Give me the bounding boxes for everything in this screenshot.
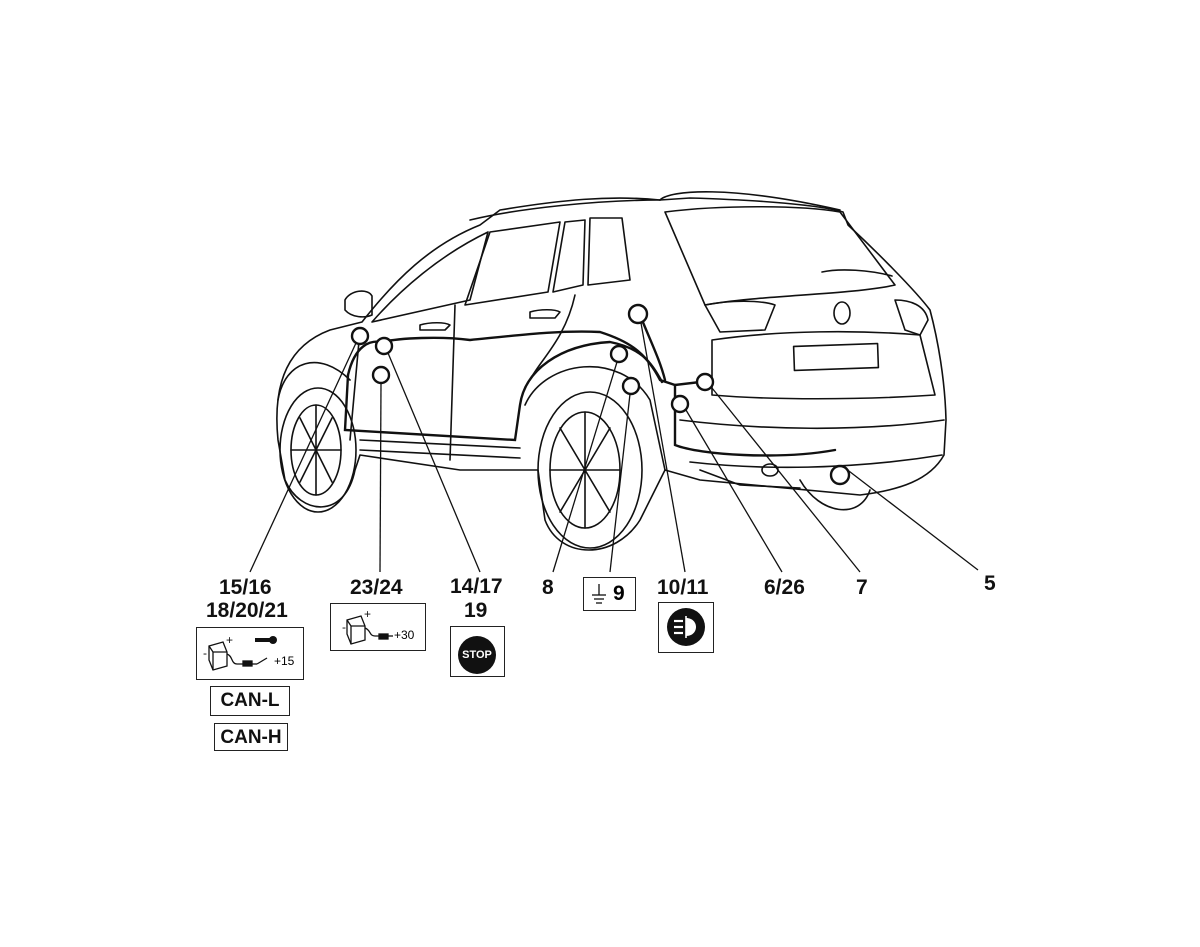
ground-box: 9 — [583, 577, 636, 611]
callout-18-20-21: 18/20/21 — [206, 599, 288, 622]
wiring-harness — [343, 313, 837, 457]
connector-7 — [695, 372, 715, 392]
callout-10-11: 10/11 — [657, 576, 709, 599]
connector-15-16 — [350, 326, 370, 346]
stop-box: STOP — [450, 626, 505, 677]
ground-icon — [592, 584, 606, 604]
battery-permanent-box: - + +30 — [330, 603, 426, 651]
ground-label: 9 — [613, 582, 625, 605]
callout-6-26: 6/26 — [764, 576, 805, 599]
connector-5 — [829, 464, 851, 486]
battery-ignition-icon: - + — [203, 633, 268, 671]
svg-text:+: + — [226, 633, 233, 647]
connector-9 — [621, 376, 641, 396]
leader-7 — [711, 387, 861, 573]
key-icon — [255, 636, 277, 644]
connector-points — [350, 303, 851, 486]
leader-14-17 — [387, 352, 481, 573]
callout-7: 7 — [856, 576, 868, 599]
leader-23-24 — [379, 383, 382, 573]
battery-permanent-icon: - + — [342, 607, 393, 645]
leader-15-16 — [249, 342, 357, 573]
callout-23-24: 23/24 — [350, 576, 403, 599]
callout-14-17: 14/17 — [450, 575, 503, 598]
callout-19: 19 — [464, 599, 488, 622]
svg-text:-: - — [203, 646, 207, 660]
leader-6-26 — [685, 409, 783, 573]
leader-9 — [609, 393, 631, 573]
plus15-label: +15 — [274, 654, 295, 668]
car-outline — [276, 191, 947, 551]
callout-15-16: 15/16 — [219, 576, 272, 599]
svg-text:+: + — [364, 607, 371, 621]
callout-8: 8 — [542, 576, 554, 599]
leader-10-11 — [640, 322, 686, 573]
leader-8 — [552, 361, 618, 573]
leader-5 — [844, 467, 979, 571]
connector-14-17 — [374, 336, 394, 356]
leader-lines — [249, 322, 979, 573]
can-h-badge: CAN-H — [214, 723, 288, 751]
can-l-badge: CAN-L — [210, 686, 290, 716]
plus30-label: +30 — [394, 628, 415, 642]
svg-text:-: - — [342, 620, 346, 634]
connector-23-24 — [371, 365, 391, 385]
connector-6-26 — [670, 394, 690, 414]
connector-8 — [609, 344, 629, 364]
connector-10-11 — [627, 303, 649, 325]
stop-icon: STOP — [458, 636, 496, 674]
fog-light-box — [658, 602, 714, 653]
battery-ignition-box: - + +15 — [196, 627, 304, 680]
fog-light-icon — [667, 608, 705, 646]
callout-5: 5 — [984, 572, 996, 595]
